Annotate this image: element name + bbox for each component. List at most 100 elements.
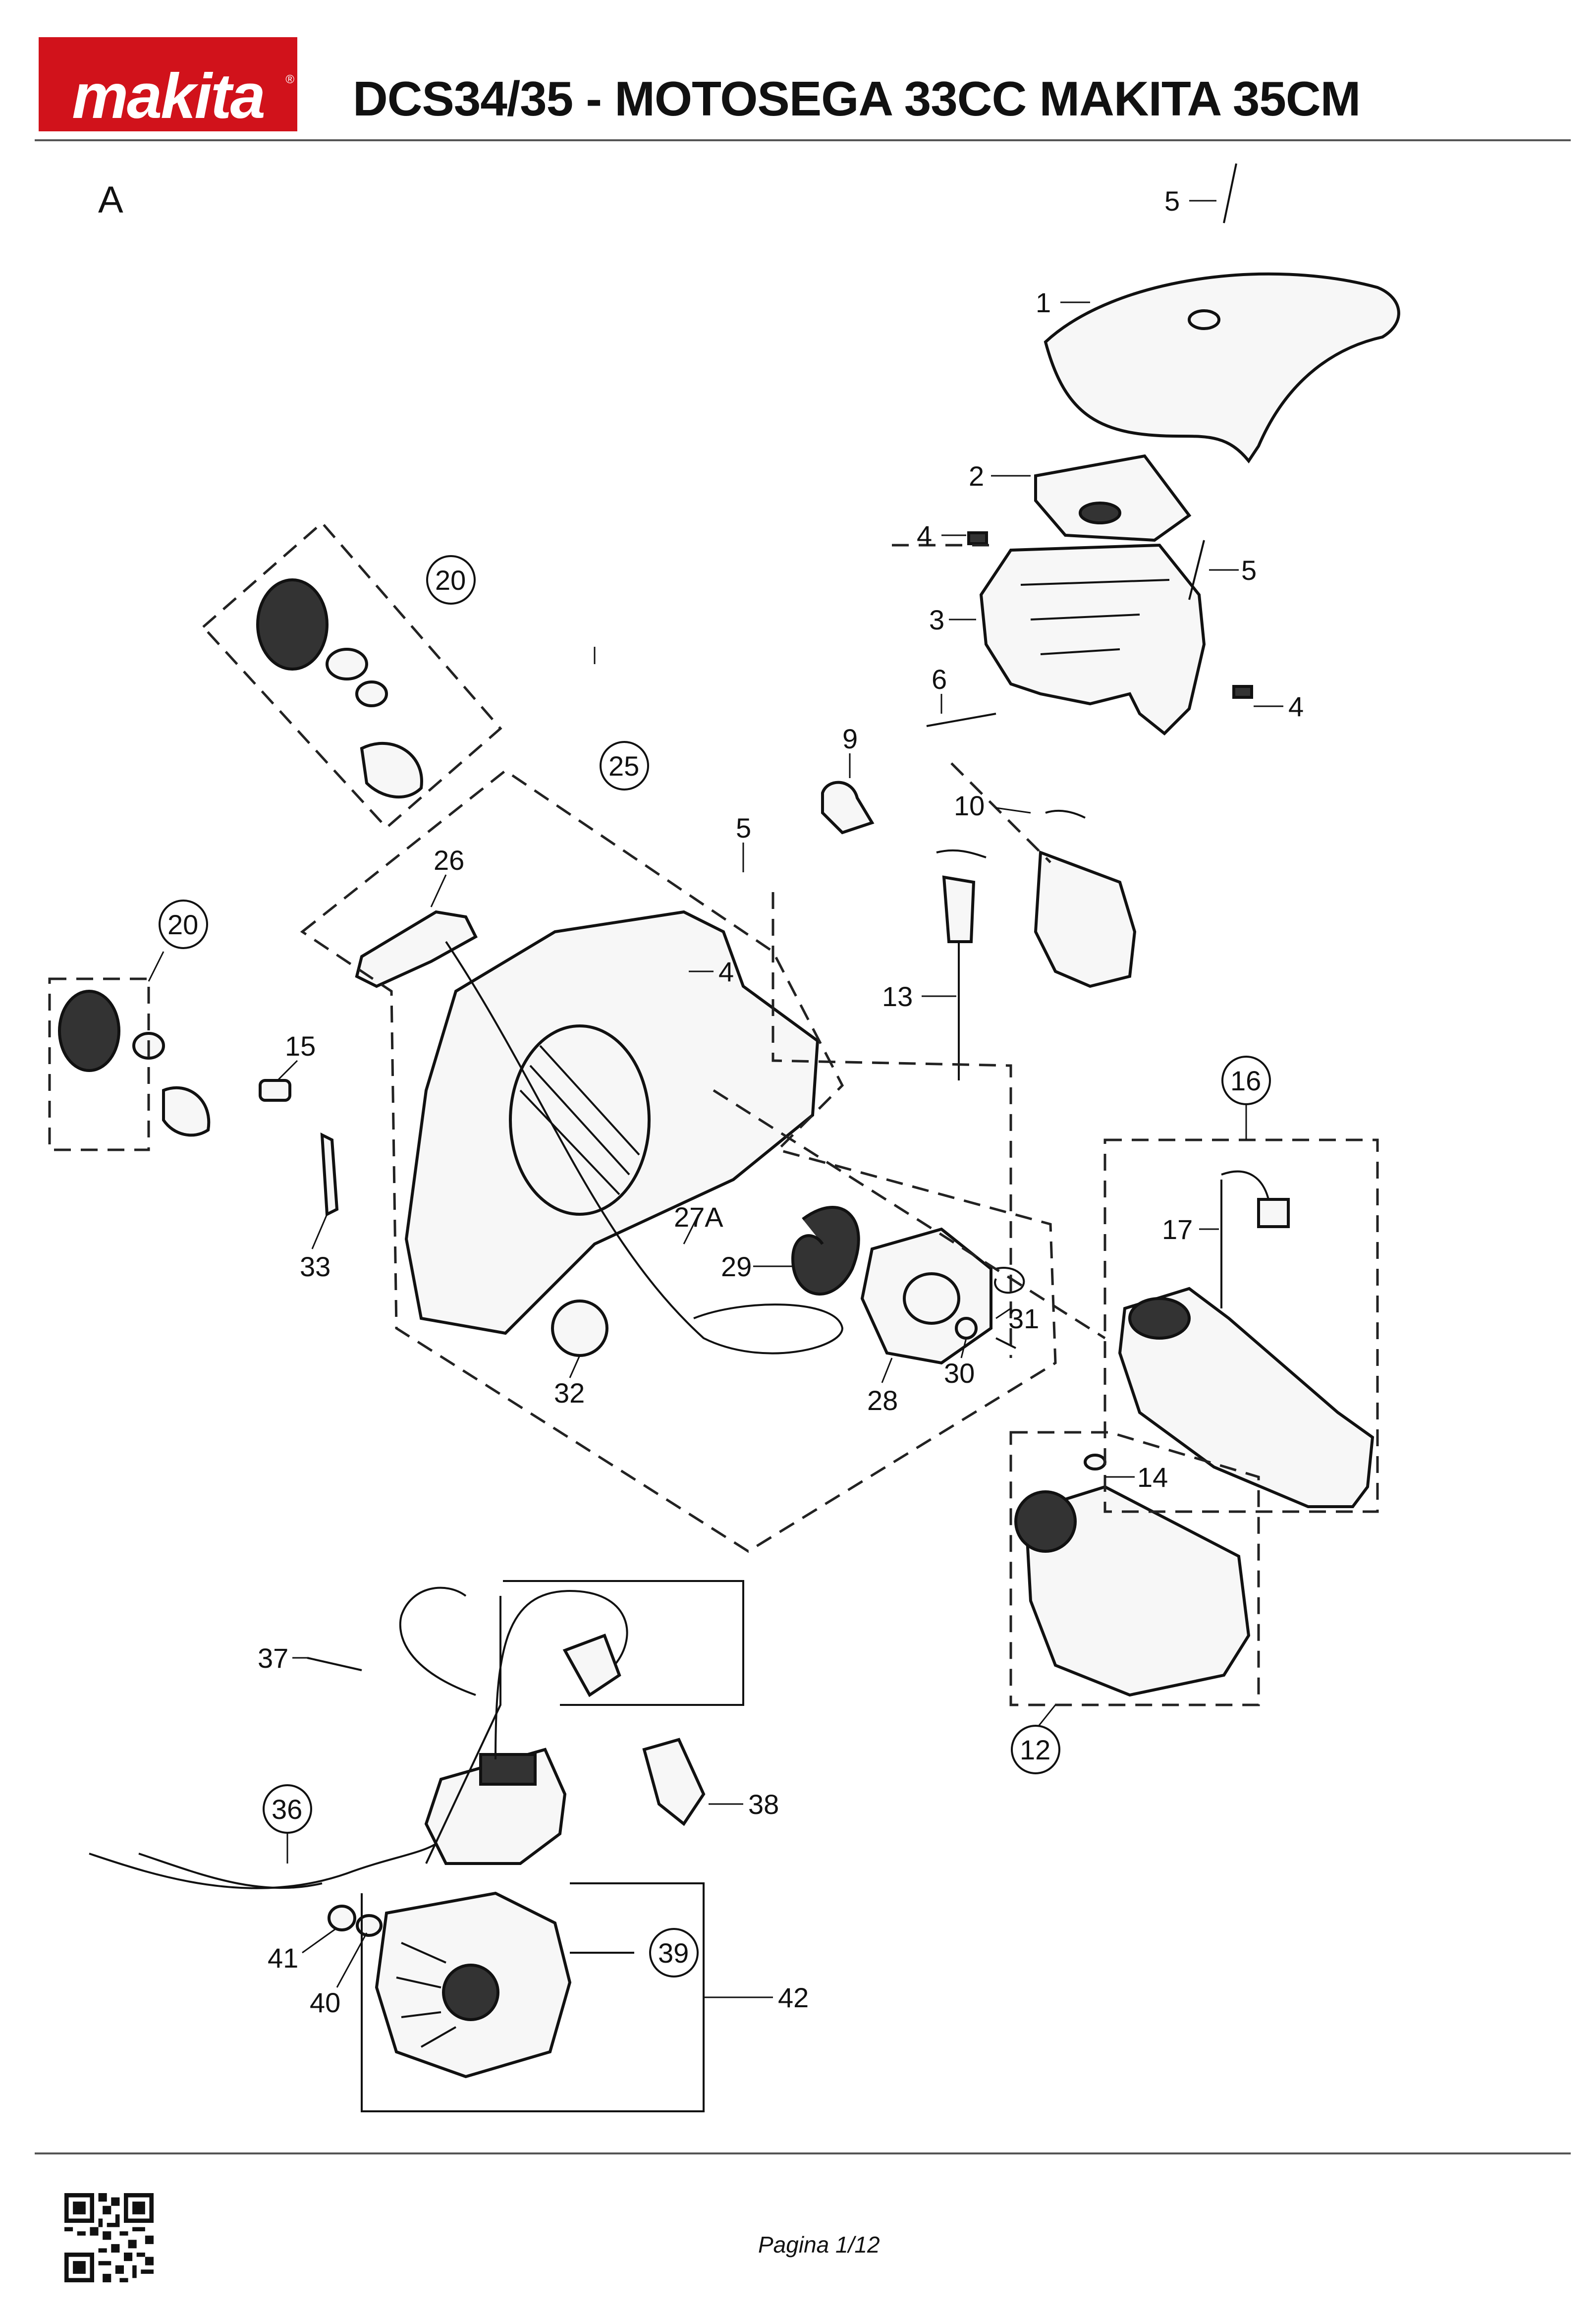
pulley-hub <box>903 1272 960 1325</box>
part-label: 20 <box>435 565 466 596</box>
tank-filler <box>1014 1490 1077 1553</box>
clip-part <box>1232 685 1253 699</box>
ignition-group <box>89 1586 706 2079</box>
part-label: 15 <box>285 1030 316 1062</box>
starter-housing-group <box>259 910 1025 1365</box>
holder-ribs <box>1020 579 1170 655</box>
part-label: 2 <box>969 460 984 492</box>
part-labels: 5 1 2 4 5 3 6 4 9 10 13 20 25 5 26 4 20 … <box>167 185 1304 2018</box>
part-label: 37 <box>258 1642 288 1674</box>
part-label: 10 <box>954 790 985 821</box>
screw-part <box>926 713 996 727</box>
part-label: 16 <box>1230 1065 1261 1096</box>
top-cover-part <box>1044 272 1400 464</box>
nut-part <box>328 1905 356 1931</box>
part-label: 4 <box>718 956 734 987</box>
grille-vanes <box>519 1045 640 1195</box>
fuel-hose-part <box>1045 809 1086 819</box>
strainer-part <box>162 1086 211 1137</box>
exploded-parts-diagram: 5 1 2 4 5 3 6 4 9 10 13 20 25 5 26 4 20 … <box>48 163 1400 2112</box>
brand-name: makita <box>72 61 266 131</box>
starter-rope-part <box>445 941 844 1355</box>
page-number: Pagina 1/12 <box>758 2232 880 2258</box>
part-label: 6 <box>932 664 947 695</box>
tank-neck <box>1128 1297 1191 1340</box>
fuel-tank-screw <box>1084 1454 1106 1470</box>
part-label: 41 <box>268 1942 298 1974</box>
group-frame-20-lower <box>48 977 150 1151</box>
clip-part <box>967 531 988 545</box>
ignition-wire-part <box>138 1853 323 1889</box>
oil-line-part <box>1221 1170 1269 1200</box>
cap-group-upper <box>256 578 423 799</box>
part-label: 33 <box>300 1251 330 1282</box>
part-label: 25 <box>608 750 639 782</box>
part-label: 14 <box>1137 1462 1168 1493</box>
leader-lines <box>148 200 1283 1998</box>
part-label: 13 <box>882 981 913 1012</box>
part-label: 40 <box>310 1987 340 2018</box>
part-label: 38 <box>748 1789 779 1820</box>
screw-part <box>1188 540 1205 600</box>
clip-bracket-part <box>320 1132 339 1217</box>
cap-part <box>256 578 329 671</box>
rubber-bush-part <box>551 1300 608 1357</box>
fuel-tank-part <box>1024 1485 1251 1697</box>
part-label: 36 <box>272 1794 302 1825</box>
gasket-part <box>326 648 368 680</box>
group-bracket-42 <box>361 1882 705 2112</box>
qr-code-icon <box>64 2193 154 2282</box>
part-label: 4 <box>917 520 932 551</box>
fuel-tank-group <box>1014 1454 1251 1697</box>
part-label: 20 <box>167 909 198 940</box>
part-label: 42 <box>778 1982 809 2013</box>
oil-tank-group <box>1118 1170 1375 1508</box>
carburetor-part <box>1034 850 1137 988</box>
ground-wire-part <box>399 1586 476 1696</box>
primer-bulb-part <box>821 781 875 835</box>
top-cover-group <box>926 163 1400 736</box>
group-bracket-spark <box>503 1580 744 1706</box>
callout-circles <box>159 555 1271 1978</box>
part-label: 5 <box>736 812 751 844</box>
part-label: 17 <box>1162 1214 1193 1245</box>
coil-screw-part <box>307 1657 362 1671</box>
assembly-guide-lines <box>713 1089 1106 1340</box>
assembly-guide-lines <box>892 544 1051 863</box>
spark-plug-cap-part <box>562 1634 621 1697</box>
strainer-part <box>360 742 423 799</box>
group-bracket-coil <box>425 1596 501 1864</box>
oil-tank-part <box>1118 1287 1375 1508</box>
carburetor-group <box>821 781 1137 1080</box>
part-label: 27A <box>674 1201 723 1233</box>
spark-plug-part <box>642 1738 706 1826</box>
retainer-ring-part <box>355 680 388 707</box>
washer-part <box>356 1914 383 1937</box>
group-frame-12 <box>1009 1431 1260 1706</box>
screw-part <box>1223 163 1237 224</box>
flywheel-hub <box>442 1964 499 2021</box>
page-title: DCS34/35 - MOTOSEGA 33CC MAKITA 35CM <box>353 71 1361 126</box>
coil-core <box>479 1753 537 1786</box>
section-label: A <box>98 179 123 221</box>
hightension-lead-part <box>495 1589 628 1760</box>
header-divider <box>35 139 1571 141</box>
part-label: 5 <box>1241 555 1257 586</box>
group-frame-20-upper <box>201 521 502 830</box>
cover-plate-part <box>1034 454 1192 542</box>
part-label: 30 <box>944 1357 975 1389</box>
part-label: 28 <box>867 1385 898 1416</box>
screw-part <box>995 1337 1016 1349</box>
part-label: 1 <box>1036 287 1051 318</box>
pump-block-part <box>1257 1198 1290 1228</box>
cover-screw-hole <box>1188 309 1220 330</box>
starter-handle-part <box>355 910 478 988</box>
cap-part <box>58 990 120 1072</box>
part-label: 4 <box>1288 691 1304 722</box>
part-label: 32 <box>554 1377 585 1409</box>
part-label: 26 <box>434 845 464 876</box>
registered-mark-icon: ® <box>285 73 294 86</box>
group-frame-16 <box>1103 1138 1379 1513</box>
part-label: 3 <box>929 604 944 635</box>
fuel-line-routing <box>771 892 1012 1358</box>
